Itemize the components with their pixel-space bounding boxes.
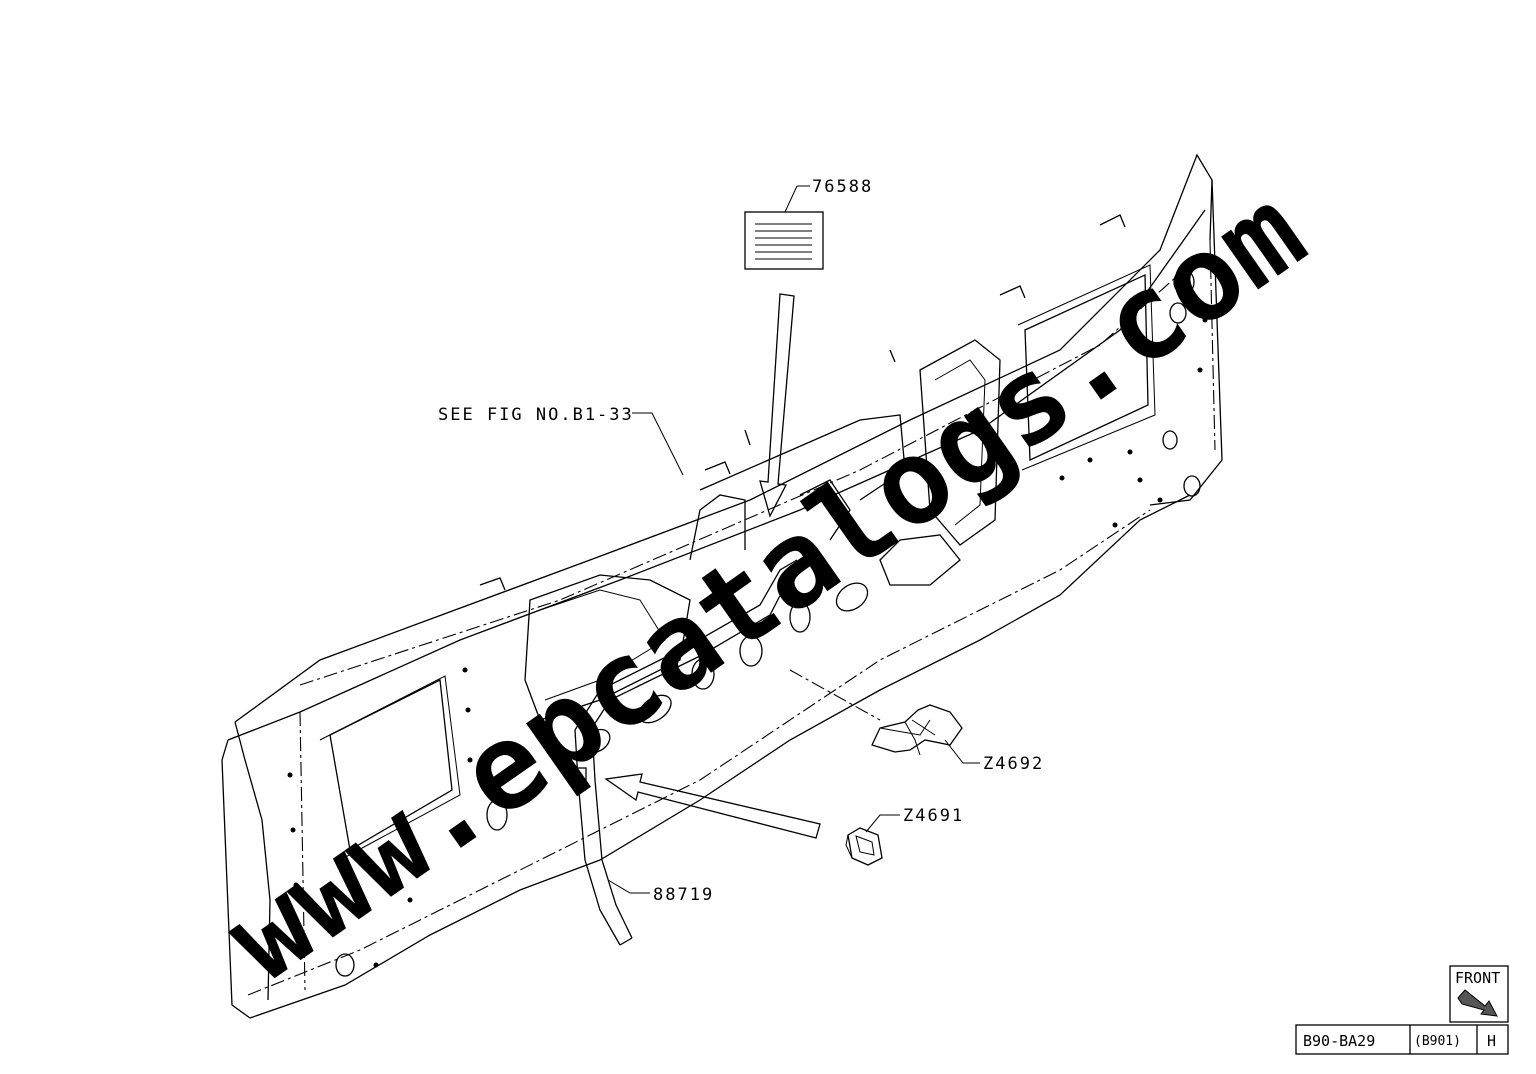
front-indicator: FRONT bbox=[1449, 965, 1509, 1023]
callout-88719: 88719 bbox=[653, 885, 714, 905]
harness-88719 bbox=[571, 559, 801, 946]
callout-76588: 76588 bbox=[812, 177, 873, 197]
callout-z4691: Z4691 bbox=[903, 806, 964, 826]
front-arrow-icon bbox=[1457, 989, 1498, 1017]
group-code: (B901) bbox=[1414, 1034, 1461, 1049]
arrow-clip-location bbox=[604, 773, 821, 839]
callout-see-fig: SEE FIG NO.B1-33 bbox=[438, 405, 634, 425]
clip-z4691 bbox=[845, 827, 883, 866]
figure-code: B90-BA29 bbox=[1303, 1032, 1375, 1050]
arrow-label-location bbox=[759, 293, 795, 518]
revision-letter: H bbox=[1487, 1032, 1496, 1050]
title-block: B90-BA29 (B901) H bbox=[1295, 1024, 1509, 1055]
rivets bbox=[287, 317, 1208, 968]
watermark: www.epcatalogs.com bbox=[202, 161, 1329, 1008]
label-76588-graphic bbox=[744, 211, 824, 270]
bracket-z4692 bbox=[871, 704, 963, 756]
callout-z4692: Z4692 bbox=[983, 754, 1044, 774]
front-label: FRONT bbox=[1455, 969, 1500, 987]
dash-panel bbox=[221, 153, 1223, 1019]
